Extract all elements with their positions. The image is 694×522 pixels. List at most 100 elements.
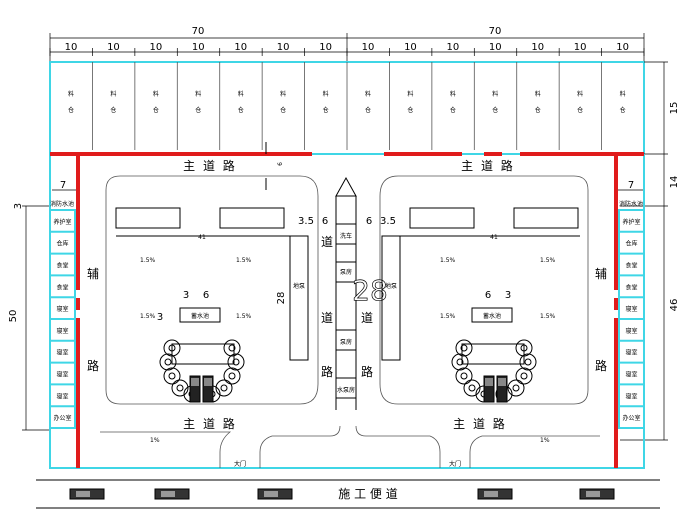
room-left-6: 寝室 bbox=[56, 349, 68, 357]
right-water-pool: 蓄水池 bbox=[483, 312, 501, 320]
mixer-tank bbox=[171, 379, 189, 397]
right-beam-41: 41 bbox=[490, 234, 498, 241]
dim-70-right: 70 bbox=[489, 26, 502, 37]
left-water-pool: 蓄水池 bbox=[191, 312, 209, 320]
mixer-tank bbox=[519, 353, 537, 371]
dim-28: 28 bbox=[276, 292, 287, 305]
silo-label-top: 料 bbox=[323, 90, 329, 98]
center-dao-1: 道 bbox=[321, 235, 333, 249]
left-dimensions: 50 7 3 7 bbox=[8, 180, 644, 431]
right-aux-road: 辅 bbox=[595, 267, 607, 281]
silo-label-top: 料 bbox=[238, 90, 244, 98]
silo-label-top: 料 bbox=[153, 90, 159, 98]
truck-icon bbox=[483, 375, 495, 403]
mixer-tank bbox=[455, 367, 473, 385]
left-aux-road-lu: 路 bbox=[87, 358, 99, 373]
silo-label-bottom: 仓 bbox=[323, 106, 329, 114]
room-left-0: 养护室 bbox=[53, 218, 71, 226]
dim-bay-5: 10 bbox=[277, 42, 290, 53]
left-pit-3c: 3 bbox=[157, 312, 163, 323]
right-slope-2: 1.5% bbox=[540, 257, 556, 264]
gate-right: 大门 bbox=[449, 460, 461, 468]
center-lu-1: 路 bbox=[321, 364, 333, 379]
center-pump-house: 水泵房 bbox=[337, 386, 355, 394]
dim-7-right: 7 bbox=[628, 180, 634, 191]
dim-bay-10: 10 bbox=[489, 42, 502, 53]
room-right-1: 仓库 bbox=[625, 240, 637, 248]
dim-bay-8: 10 bbox=[404, 42, 417, 53]
mixer-tank bbox=[215, 379, 233, 397]
construction-road-label: 施 工 便 道 bbox=[338, 487, 397, 501]
right-pit-3b: 3 bbox=[505, 290, 511, 301]
left-beam-41: 41 bbox=[198, 234, 206, 241]
right-slope-4: 1.5% bbox=[540, 313, 556, 320]
silo-label-bottom: 仓 bbox=[577, 106, 583, 114]
right-slope-1: 1.5% bbox=[440, 257, 456, 264]
room-left-2: 食堂 bbox=[56, 262, 68, 270]
room-left-1: 仓库 bbox=[56, 240, 68, 248]
dim-bay-0: 10 bbox=[65, 42, 78, 53]
silo-label-top: 料 bbox=[492, 90, 498, 98]
mixer-tank bbox=[163, 339, 181, 357]
silo-label-top: 料 bbox=[577, 90, 583, 98]
silo-label-top: 料 bbox=[365, 90, 371, 98]
right-slope-3: 1.5% bbox=[440, 313, 456, 320]
dim-15: 15 bbox=[669, 102, 680, 115]
truck-icon bbox=[496, 375, 508, 403]
left-pit-3a: 3 bbox=[183, 290, 189, 301]
gates: 大门 大门 1% 1% bbox=[100, 425, 600, 468]
silo-label-top: 料 bbox=[620, 90, 626, 98]
right-pit-6b: 6 bbox=[485, 290, 491, 301]
dim-bay-3: 10 bbox=[192, 42, 205, 53]
dim-14: 14 bbox=[669, 176, 680, 189]
left-aux-road: 辅 bbox=[87, 267, 99, 281]
truck-icon bbox=[189, 375, 201, 403]
left-yard: 41 1.5% 1.5% 1.5% 1.5% 蓄水池 3 6 3 bbox=[105, 175, 319, 405]
dim-bay-13: 10 bbox=[616, 42, 629, 53]
dim-bay-9: 10 bbox=[447, 42, 460, 53]
bottom-grade-left: 1% bbox=[150, 437, 160, 444]
gate-left: 大门 bbox=[234, 460, 246, 468]
silo-label-top: 料 bbox=[110, 90, 116, 98]
dim-70-left: 70 bbox=[192, 26, 205, 37]
dim-bay-1: 10 bbox=[107, 42, 120, 53]
bottom-grade-right: 1% bbox=[540, 437, 550, 444]
room-left-9: 办公室 bbox=[53, 414, 71, 422]
left-slope-2: 1.5% bbox=[236, 257, 252, 264]
silo-label-bottom: 仓 bbox=[153, 106, 159, 114]
center-dim-35a: 3.5 bbox=[298, 216, 314, 227]
silo-label-bottom: 仓 bbox=[620, 106, 626, 114]
center-dao-2: 道 bbox=[321, 311, 333, 325]
mixer-tank bbox=[451, 353, 469, 371]
silo-label-top: 料 bbox=[535, 90, 541, 98]
right-yard: 41 1.5% 1.5% 1.5% 1.5% 蓄水池 6 3 bbox=[379, 175, 589, 405]
left-slope-3: 1.5% bbox=[140, 313, 156, 320]
mixer-tank bbox=[515, 367, 533, 385]
main-road-bottom-left: 主 道 路 bbox=[183, 416, 237, 431]
silo-label-top: 料 bbox=[68, 90, 74, 98]
silo-label-top: 料 bbox=[195, 90, 201, 98]
mixer-tank bbox=[223, 339, 241, 357]
silo-label-bottom: 仓 bbox=[492, 106, 498, 114]
silo-label-top: 料 bbox=[407, 90, 413, 98]
center-pump-2: 泵房 bbox=[340, 338, 352, 346]
mixer-tank bbox=[163, 367, 181, 385]
room-right-9: 办公室 bbox=[622, 414, 640, 422]
dim-bay-6: 10 bbox=[319, 42, 332, 53]
right-dimensions: 15 14 46 bbox=[620, 61, 680, 441]
room-right-8: 寝室 bbox=[625, 392, 637, 400]
dim-7-left: 7 bbox=[60, 180, 66, 191]
silo-label-bottom: 仓 bbox=[450, 106, 456, 114]
silo-label-top: 料 bbox=[280, 90, 286, 98]
right-mix-label: 消防水池 bbox=[619, 200, 643, 208]
left-slope-4: 1.5% bbox=[236, 313, 252, 320]
room-right-0: 养护室 bbox=[622, 218, 640, 226]
room-right-7: 寝室 bbox=[625, 371, 637, 379]
dim-3-left: 3 bbox=[13, 203, 24, 209]
mixer-tank bbox=[455, 339, 473, 357]
service-road: 施 工 便 道 bbox=[36, 479, 660, 509]
center-strip: 洗车 泵房 泵房 水泵房 主 道 路 道 道 道 路 路 28 地泵 地泵 28… bbox=[276, 176, 401, 410]
